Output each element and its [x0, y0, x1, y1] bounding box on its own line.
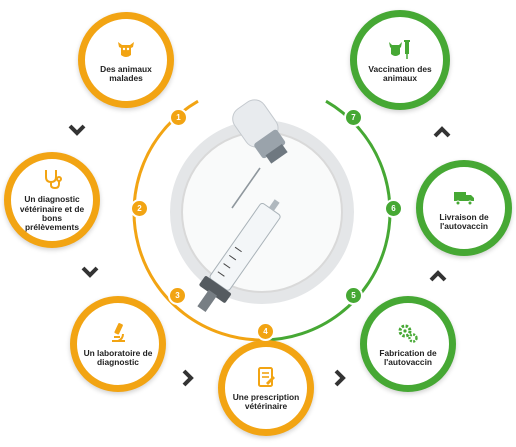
gears-icon	[398, 324, 418, 343]
step-6-circle: Livraison de l'autovaccin	[416, 160, 512, 256]
step-3-circle: Un laboratoire de diagnostic	[70, 296, 166, 392]
step-7-circle: Vaccination des animaux	[350, 10, 450, 110]
step-5-circle: Fabrication de l'autovaccin	[360, 296, 456, 392]
orange-arc	[132, 99, 263, 342]
chevron-down-icon	[68, 124, 86, 136]
step-6-number: 6	[384, 199, 403, 218]
chevron-right-icon	[334, 369, 346, 387]
green-arc	[261, 99, 392, 342]
microscope-icon	[112, 322, 125, 342]
step-1-number: 1	[169, 108, 188, 127]
step-3-number: 3	[168, 286, 187, 305]
step-4-label: Une prescription vétérinaire	[232, 391, 300, 411]
chevron-up-icon	[433, 126, 451, 138]
chevron-right-icon	[182, 369, 194, 387]
step-2-label: Un diagnostic vétérinaire et de bons pré…	[19, 194, 85, 233]
step-2-number: 2	[130, 199, 149, 218]
cow-icon	[118, 41, 134, 57]
step-7-number: 7	[344, 108, 363, 127]
truck-icon	[454, 191, 474, 206]
chevron-up-icon	[429, 270, 447, 282]
prescription-icon	[258, 366, 275, 387]
chevron-down-icon	[81, 266, 99, 278]
step-6-label: Livraison de l'autovaccin	[439, 211, 489, 231]
step-2-circle: Un diagnostic vétérinaire et de bons pré…	[4, 152, 100, 248]
step-4-circle: Une prescription vétérinaire	[218, 340, 314, 436]
step-5-number: 5	[344, 286, 363, 305]
step-7-label: Vaccination des animaux	[368, 63, 432, 83]
step-1-label: Des animaux malades	[100, 63, 152, 83]
stethoscope-icon	[45, 170, 62, 190]
step-3-label: Un laboratoire de diagnostic	[83, 347, 153, 367]
step-5-label: Fabrication de l'autovaccin	[379, 347, 437, 367]
cow-syringe-icon	[389, 39, 410, 59]
syringe-vial-icon	[197, 99, 288, 312]
step-1-circle: Des animaux malades	[78, 12, 174, 108]
step-4-number: 4	[256, 322, 275, 341]
